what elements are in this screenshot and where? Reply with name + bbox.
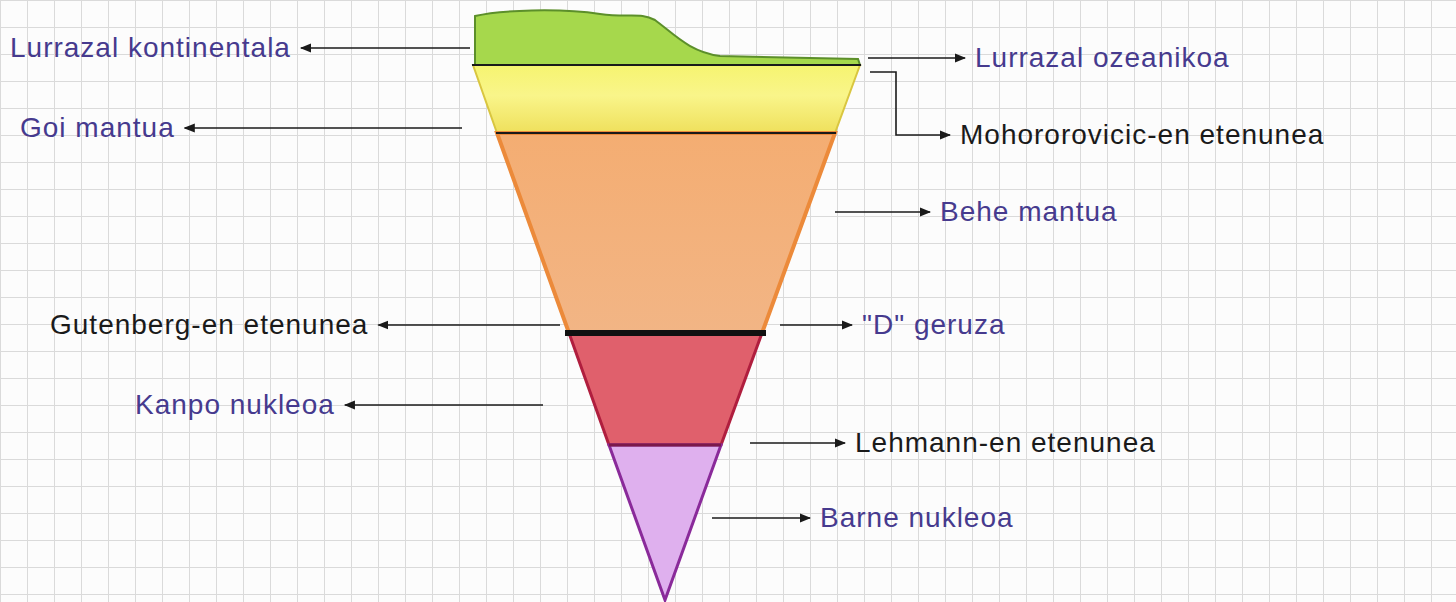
layer-label: Kanpo nukleoa [135, 389, 335, 421]
layer-label: Goi mantua [20, 112, 175, 144]
layer-label: Lurrazal kontinentala [10, 32, 291, 64]
leader-arrow [301, 47, 470, 49]
leader-arrow [185, 127, 462, 129]
inner-core [609, 445, 721, 600]
layer-label: Gutenberg-en etenunea [50, 309, 368, 341]
layer-label: Barne nukleoa [820, 502, 1014, 534]
continental-crust [475, 10, 860, 65]
leader-arrow [835, 211, 930, 213]
layer-label: "D" geruza [862, 309, 1006, 341]
d-layer-line [565, 330, 766, 336]
outer-core [569, 333, 762, 445]
layer-label: Behe mantua [940, 196, 1118, 228]
leader-arrow [870, 72, 950, 135]
leader-arrow [780, 324, 852, 326]
leader-arrow [378, 324, 560, 326]
leader-arrow [712, 517, 810, 519]
moho-line [472, 64, 861, 66]
upper-lower-mantle-line [496, 132, 836, 134]
upper-mantle [473, 65, 860, 133]
lower-mantle [497, 133, 835, 333]
leader-arrow [345, 404, 543, 406]
layer-label: Lehmann-en etenunea [855, 427, 1156, 459]
leader-arrow [750, 442, 845, 444]
leader-arrow [868, 57, 965, 59]
layer-label: Mohororovicic-en etenunea [960, 119, 1324, 151]
layer-label: Lurrazal ozeanikoa [975, 42, 1230, 74]
lehmann-line [609, 444, 721, 447]
